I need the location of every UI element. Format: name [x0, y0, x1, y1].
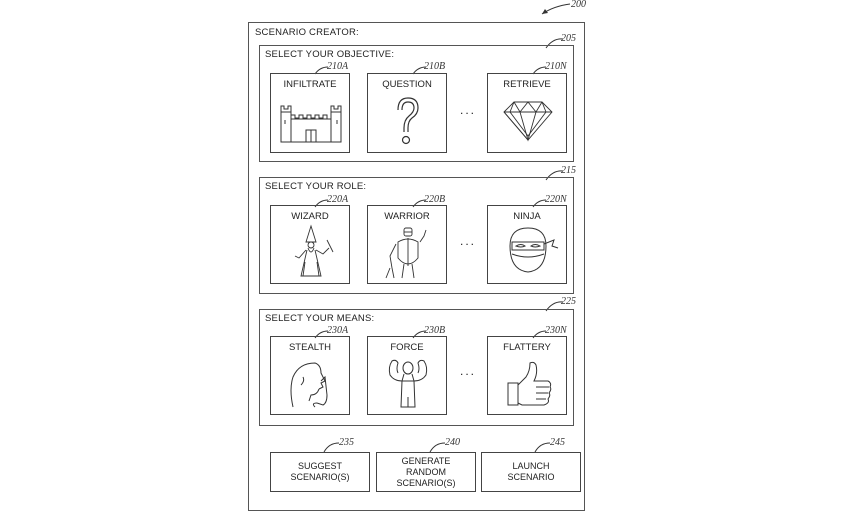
ninja-icon: [509, 227, 559, 273]
launch-scenario-button[interactable]: LAUNCH SCENARIO: [481, 452, 581, 492]
means-card-flattery[interactable]: FLATTERY: [487, 336, 567, 415]
question-mark-icon: [397, 97, 419, 145]
objective-card-retrieve[interactable]: RETRIEVE: [487, 73, 567, 153]
castle-icon: [280, 105, 342, 143]
button-ref-leader: [323, 442, 340, 453]
button-ref: 240: [445, 437, 460, 448]
card-ref-leader: [532, 66, 547, 75]
ellipsis: ...: [460, 103, 477, 117]
button-label: SUGGEST SCENARIO(S): [290, 461, 350, 482]
card-label: STEALTH: [288, 342, 332, 353]
means-section: [259, 309, 574, 426]
objective-card-question[interactable]: QUESTION: [367, 73, 447, 153]
section-ref-leader: [545, 38, 564, 49]
warrior-icon: [385, 227, 427, 279]
card-label: WARRIOR: [384, 211, 430, 222]
button-ref: 235: [339, 437, 354, 448]
objective-section-title: SELECT YOUR OBJECTIVE:: [265, 49, 395, 60]
role-section-title: SELECT YOUR ROLE:: [265, 181, 367, 192]
card-ref: 210B: [424, 61, 446, 72]
objective-card-infiltrate[interactable]: INFILTRATE: [270, 73, 350, 153]
card-ref-leader: [412, 66, 427, 75]
means-section-title: SELECT YOUR MEANS:: [265, 313, 375, 324]
card-label: NINJA: [513, 211, 541, 222]
card-label: RETRIEVE: [503, 79, 551, 90]
figure-ref: 200: [571, 0, 586, 10]
figure-ref-arrow: [541, 3, 571, 15]
means-card-force[interactable]: FORCE: [367, 336, 447, 415]
section-ref: 205: [561, 33, 576, 44]
page-title: SCENARIO CREATOR:: [255, 27, 359, 38]
suggest-scenarios-button[interactable]: SUGGEST SCENARIO(S): [270, 452, 370, 492]
scenario-creator-panel: [248, 22, 585, 511]
button-label: LAUNCH SCENARIO: [507, 461, 555, 482]
button-label: GENERATE RANDOM SCENARIO(S): [396, 455, 456, 488]
card-ref: 230B: [424, 325, 446, 336]
section-ref-leader: [545, 170, 564, 181]
thumbs-up-icon: [507, 361, 552, 406]
card-label: FLATTERY: [503, 342, 551, 353]
card-ref-leader: [314, 66, 329, 75]
card-ref: 220N: [545, 194, 567, 205]
ellipsis: ...: [460, 234, 477, 248]
card-ref: 220B: [424, 194, 446, 205]
section-ref: 215: [561, 165, 576, 176]
section-ref: 225: [561, 296, 576, 307]
role-card-warrior[interactable]: WARRIOR: [367, 205, 447, 284]
button-ref-leader: [429, 442, 446, 453]
card-ref: 210N: [545, 61, 567, 72]
wizard-icon: [294, 224, 334, 277]
card-ref: 220A: [327, 194, 349, 205]
means-card-stealth[interactable]: STEALTH: [270, 336, 350, 415]
role-section: [259, 177, 574, 294]
diamond-icon: [503, 101, 553, 142]
objective-section: [259, 45, 574, 162]
flexing-person-icon: [388, 359, 428, 408]
card-label: INFILTRATE: [283, 79, 337, 90]
card-ref: 210A: [327, 61, 349, 72]
card-ref: 230A: [327, 325, 349, 336]
ellipsis: ...: [460, 364, 477, 378]
button-ref-leader: [534, 442, 551, 453]
card-label: FORCE: [390, 342, 424, 353]
shush-face-icon: [290, 362, 328, 408]
card-label: QUESTION: [382, 79, 432, 90]
generate-random-scenarios-button[interactable]: GENERATE RANDOM SCENARIO(S): [376, 452, 476, 492]
button-ref: 245: [550, 437, 565, 448]
role-card-wizard[interactable]: WIZARD: [270, 205, 350, 284]
card-label: WIZARD: [291, 211, 329, 222]
role-card-ninja[interactable]: NINJA: [487, 205, 567, 284]
card-ref: 230N: [545, 325, 567, 336]
